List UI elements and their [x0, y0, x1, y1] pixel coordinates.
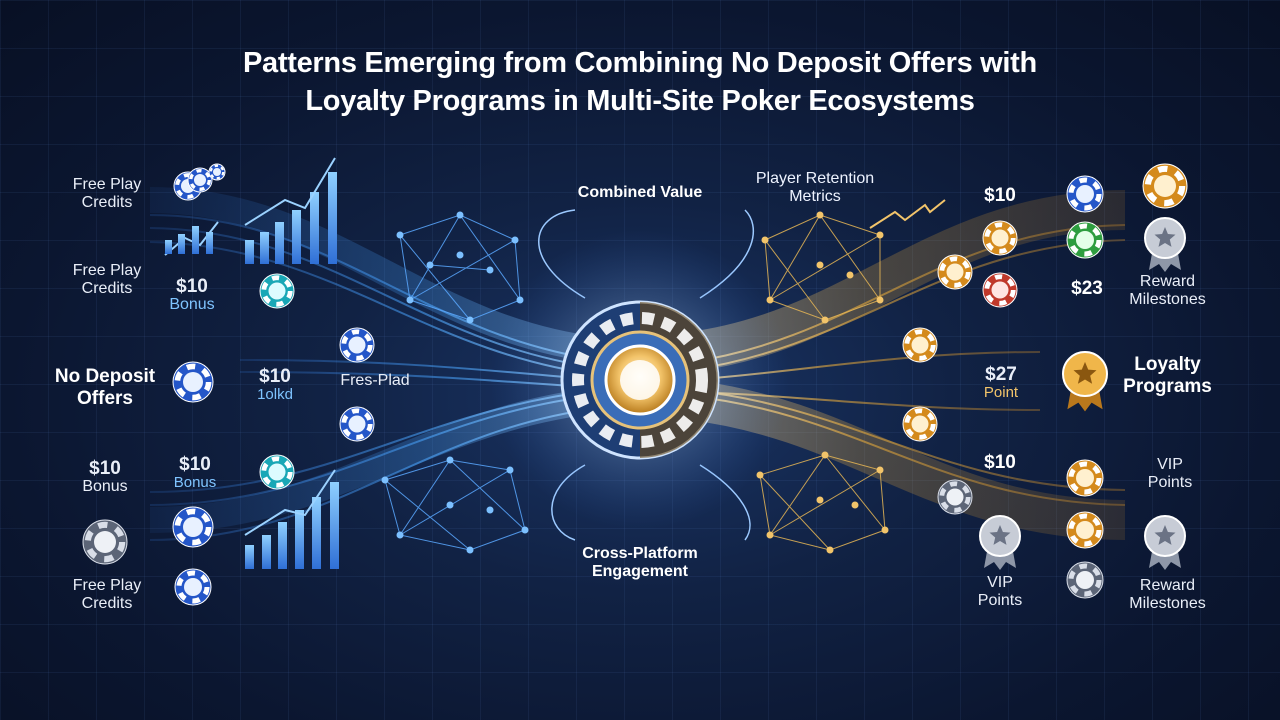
poker-chip-icon — [208, 163, 226, 181]
poker-chip-icon — [1066, 561, 1104, 599]
network-node — [816, 261, 824, 269]
title-line-2: Loyalty Programs in Multi-Site Poker Eco… — [305, 85, 975, 117]
point-27-label: $27 Point — [983, 364, 1019, 401]
network-node — [821, 316, 829, 324]
poker-chip-icon — [172, 506, 214, 548]
poker-chip-icon — [1066, 459, 1104, 497]
network-node — [466, 546, 474, 554]
network-node — [846, 271, 854, 279]
network-node — [816, 211, 824, 219]
poker-chip-icon — [1066, 221, 1104, 259]
poker-chip-icon — [937, 254, 973, 290]
amount-top-right: $10 — [984, 185, 1016, 206]
poker-chip-icon — [902, 327, 938, 363]
amount-bottom-right: $10 — [984, 452, 1016, 473]
poker-chip-icon — [82, 519, 128, 565]
poker-chip-icon — [259, 454, 295, 490]
network-node — [511, 236, 519, 244]
network-node — [761, 236, 769, 244]
network-node — [881, 526, 889, 534]
loyalty-medal-icon — [1062, 351, 1108, 412]
network-node — [766, 296, 774, 304]
network-node — [486, 266, 494, 274]
network-node — [521, 526, 529, 534]
poker-chip-icon — [174, 568, 212, 606]
network-node — [466, 316, 474, 324]
network-node — [876, 231, 884, 239]
combined-value-label: Combined Value — [577, 184, 703, 201]
bonus-label-2: $10 Bonus — [82, 458, 128, 495]
network-node — [396, 531, 404, 539]
poker-chip-icon — [937, 479, 973, 515]
vip-medal-icon — [979, 515, 1021, 570]
network-node — [876, 296, 884, 304]
poker-chip-icon — [339, 327, 375, 363]
title-line-1: Patterns Emerging from Combining No Depo… — [243, 47, 1037, 79]
poker-chip-icon — [339, 406, 375, 442]
poker-chip-icon — [982, 272, 1018, 308]
poker-chip-icon — [982, 220, 1018, 256]
growth-arrow-gold — [869, 199, 946, 229]
network-node — [851, 501, 859, 509]
network-node — [426, 261, 434, 269]
network-cluster-bottom-left — [384, 459, 526, 551]
network-node — [766, 531, 774, 539]
network-node — [821, 451, 829, 459]
central-hub — [490, 230, 790, 530]
network-node — [756, 471, 764, 479]
reward-medal-icon — [1144, 515, 1186, 570]
amount-23: $23 — [1071, 278, 1103, 299]
fres-plad-label: Fres-Plad — [340, 372, 410, 389]
network-node — [456, 251, 464, 259]
poker-chip-icon — [1066, 175, 1104, 213]
network-node — [816, 496, 824, 504]
network-node — [406, 296, 414, 304]
network-node — [381, 476, 389, 484]
growth-bars-small — [165, 226, 213, 254]
growth-bars-bottom — [245, 482, 339, 569]
bonus-label-3: $10 Bonus — [173, 454, 217, 491]
network-node — [826, 546, 834, 554]
poker-chip-icon — [1066, 511, 1104, 549]
page-title: Patterns Emerging from Combining No Depo… — [140, 44, 1140, 120]
reward-medal-icon — [1144, 217, 1186, 272]
poker-chip-icon — [187, 167, 213, 193]
growth-arrow-top — [244, 157, 336, 226]
growth-bars-top — [245, 172, 337, 264]
bonus-label-1: $10 Bonus — [169, 276, 215, 313]
poker-chip-icon — [1142, 163, 1188, 209]
network-node — [876, 466, 884, 474]
mid-amount-label: $10 1olkd — [257, 366, 293, 403]
network-node — [486, 506, 494, 514]
network-node — [456, 211, 464, 219]
network-node — [396, 231, 404, 239]
growth-arrow-bottom — [244, 469, 336, 536]
network-node — [446, 456, 454, 464]
poker-chip-icon — [902, 406, 938, 442]
network-node — [446, 501, 454, 509]
network-node — [506, 466, 514, 474]
poker-chip-icon — [172, 361, 214, 403]
poker-chip-icon — [259, 273, 295, 309]
